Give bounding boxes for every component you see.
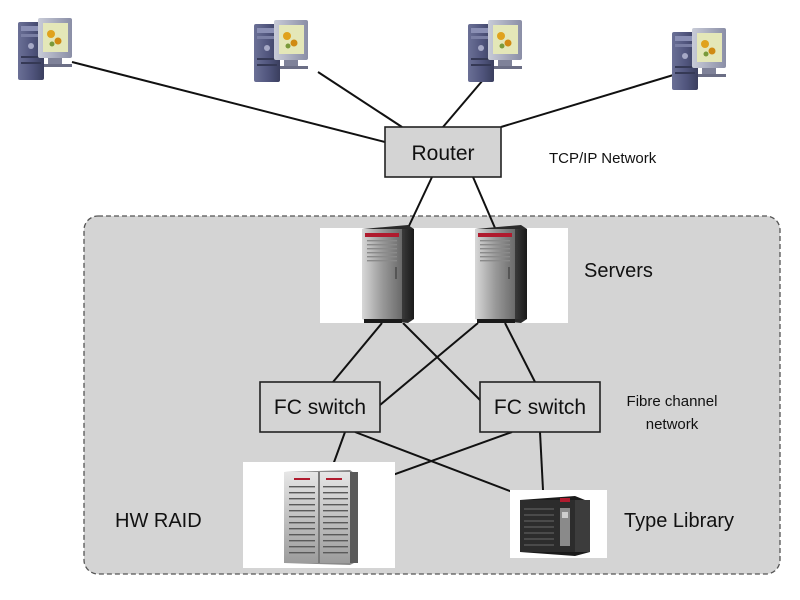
link-fcleft-raid	[332, 431, 346, 466]
servers-image	[320, 225, 568, 323]
link-server1-fcright	[402, 322, 486, 406]
workstation-icon-3	[468, 20, 522, 82]
workstation-icon-2	[254, 20, 308, 82]
link-ws4-router	[500, 72, 681, 128]
fibre-channel-label: Fibre channel	[627, 393, 718, 410]
link-server2-fcright	[504, 322, 536, 383]
tape-library-icon	[520, 496, 590, 556]
fc-switch-left-label: FC switch	[274, 396, 366, 419]
workstation-icon-1	[18, 18, 72, 80]
link-server2-fcleft	[379, 322, 479, 406]
router-node: Router	[384, 126, 502, 178]
link-ws3-router	[442, 79, 484, 128]
tape-library-label: Type Library	[624, 510, 734, 532]
workstation-icon-4	[672, 28, 726, 90]
server-rack-icon-2	[475, 225, 527, 323]
link-router-server2	[472, 176, 496, 229]
link-ws1-router	[71, 61, 386, 143]
link-fcright-tape	[539, 431, 544, 491]
tape-library-image	[510, 490, 607, 558]
link-router-server1	[407, 176, 433, 229]
fc-switch-left: FC switch	[259, 381, 381, 433]
hw-raid-label: HW RAID	[115, 510, 202, 532]
raid-cabinet-icon	[284, 470, 358, 565]
link-fcleft-tape	[354, 431, 516, 494]
hw-raid-image	[243, 462, 395, 568]
fc-switch-right: FC switch	[479, 381, 601, 433]
tcp-network-label: TCP/IP Network	[549, 150, 657, 167]
servers-label: Servers	[584, 260, 653, 282]
fibre-network-label: network	[646, 416, 699, 433]
link-server1-fcleft	[332, 322, 383, 383]
connection-lines	[71, 61, 681, 494]
fc-switch-right-label: FC switch	[494, 396, 586, 419]
router-label: Router	[411, 142, 474, 165]
link-ws2-router	[317, 71, 403, 128]
server-rack-icon-1	[362, 225, 414, 323]
